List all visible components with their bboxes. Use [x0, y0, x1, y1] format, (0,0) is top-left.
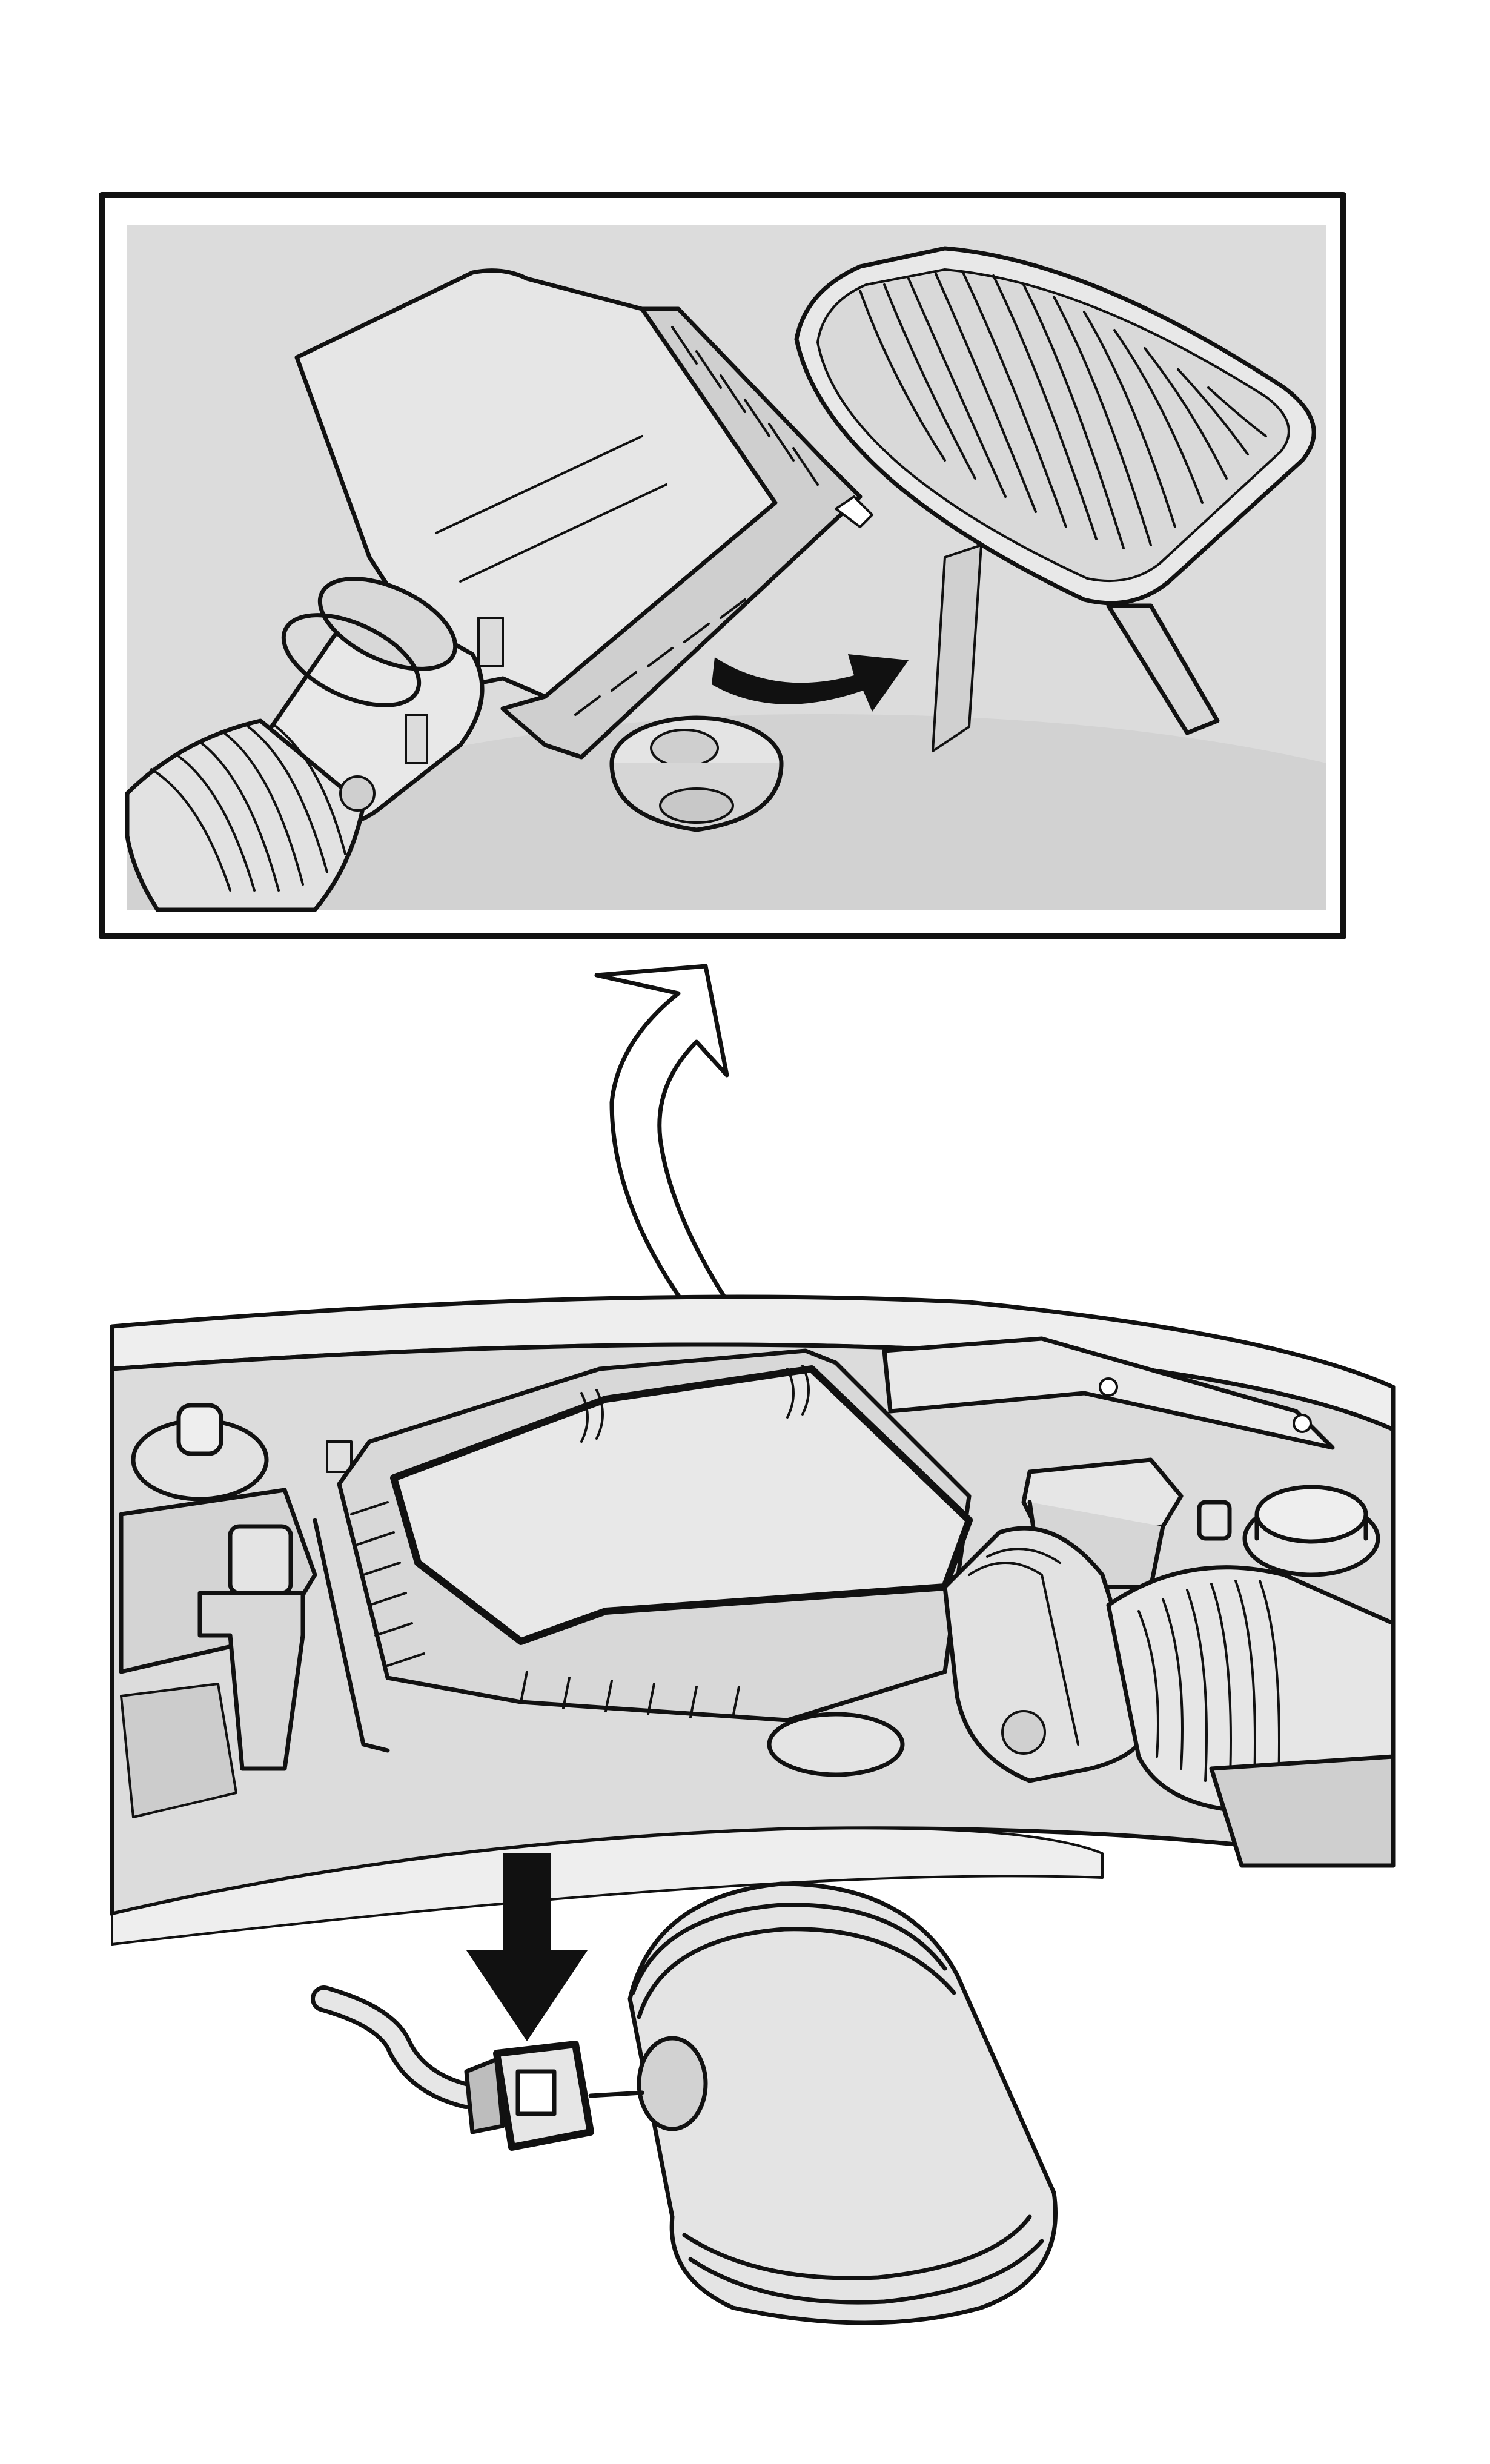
hose-ribs	[150, 723, 346, 892]
inset-filter-bracket	[1106, 603, 1220, 735]
lift-lid-arrow	[594, 964, 760, 1353]
inset-air-filter-element	[794, 246, 1316, 606]
housing-ribs	[350, 1501, 740, 1718]
inset-panel	[99, 192, 1346, 939]
duct-rings	[968, 1548, 1079, 1746]
main-engine-view	[110, 1294, 1396, 1946]
sensor-rings	[631, 1903, 1044, 2305]
inset-intake-duct	[125, 577, 504, 912]
lower-body-panel	[111, 1827, 1104, 1946]
air-cleaner-housing	[313, 1348, 973, 1777]
filter-pleats	[859, 271, 1267, 549]
inset-air-cleaner-lid	[294, 268, 873, 760]
main-hose-ribs	[1137, 1580, 1280, 1800]
left-components	[119, 1403, 353, 1818]
inset-reservoir-cap	[609, 715, 784, 832]
lid-ribs	[574, 326, 819, 716]
electrical-connector	[464, 2041, 644, 2151]
main-intake-duct	[942, 1526, 1396, 1868]
remove-filter-arrow	[712, 654, 909, 712]
inset-bracket-post	[932, 544, 982, 752]
connector-detail	[311, 1853, 1058, 2325]
mass-airflow-sensor	[627, 1881, 1058, 2325]
disconnect-connector-arrow	[466, 1853, 588, 2041]
coolant-cap	[1242, 1485, 1380, 1577]
right-components	[1021, 1457, 1380, 1589]
